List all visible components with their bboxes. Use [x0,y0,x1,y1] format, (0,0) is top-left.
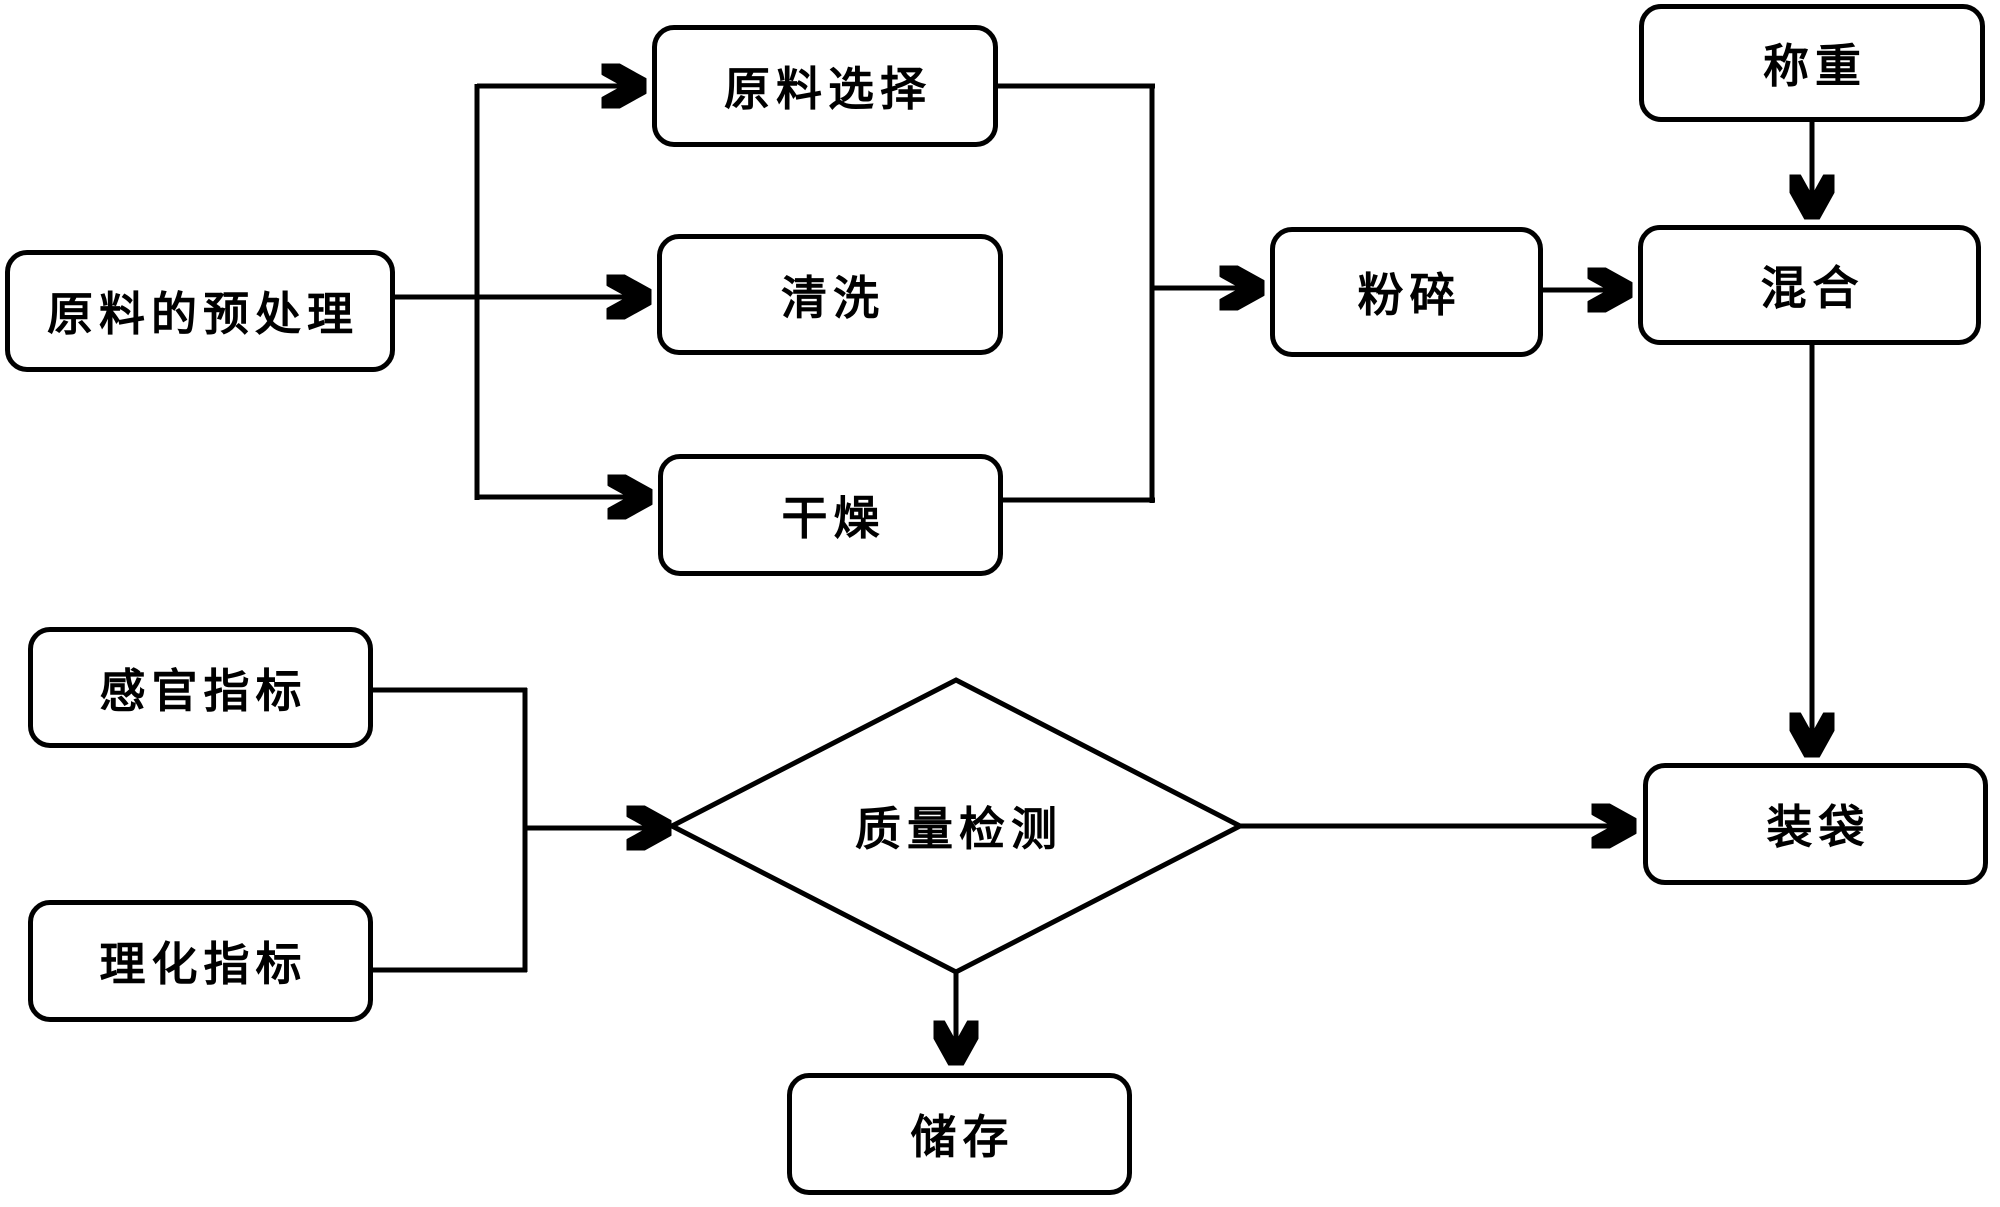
node-quality-label: 质量检测 [855,804,1063,855]
node-weighing: 称重 [1639,4,1985,122]
node-mixing: 混合 [1638,225,1981,345]
node-drying-label: 干燥 [781,493,886,544]
node-sensory-label: 感官指标 [99,665,308,717]
node-storage: 储存 [787,1073,1132,1195]
node-physchem: 理化指标 [28,900,373,1022]
node-bagging-label: 装袋 [1766,802,1871,853]
node-sensory: 感官指标 [28,627,373,748]
node-mixing-label: 混合 [1760,263,1865,314]
node-crushing-label: 粉碎 [1357,270,1462,321]
node-cleaning-label: 清洗 [781,272,885,324]
node-drying: 干燥 [658,454,1003,576]
node-quality-diamond [666,677,1246,975]
node-pretreatment: 原料的预处理 [5,250,395,372]
node-weighing-label: 称重 [1763,41,1867,92]
node-cleaning: 清洗 [657,234,1003,355]
node-selection-label: 原料选择 [724,64,932,115]
node-physchem-label: 理化指标 [99,939,308,990]
node-storage-label: 储存 [910,1112,1015,1163]
node-pretreatment-label: 原料的预处理 [47,289,359,340]
node-crushing: 粉碎 [1270,227,1543,357]
node-selection: 原料选择 [652,25,998,147]
node-bagging: 装袋 [1643,763,1988,885]
